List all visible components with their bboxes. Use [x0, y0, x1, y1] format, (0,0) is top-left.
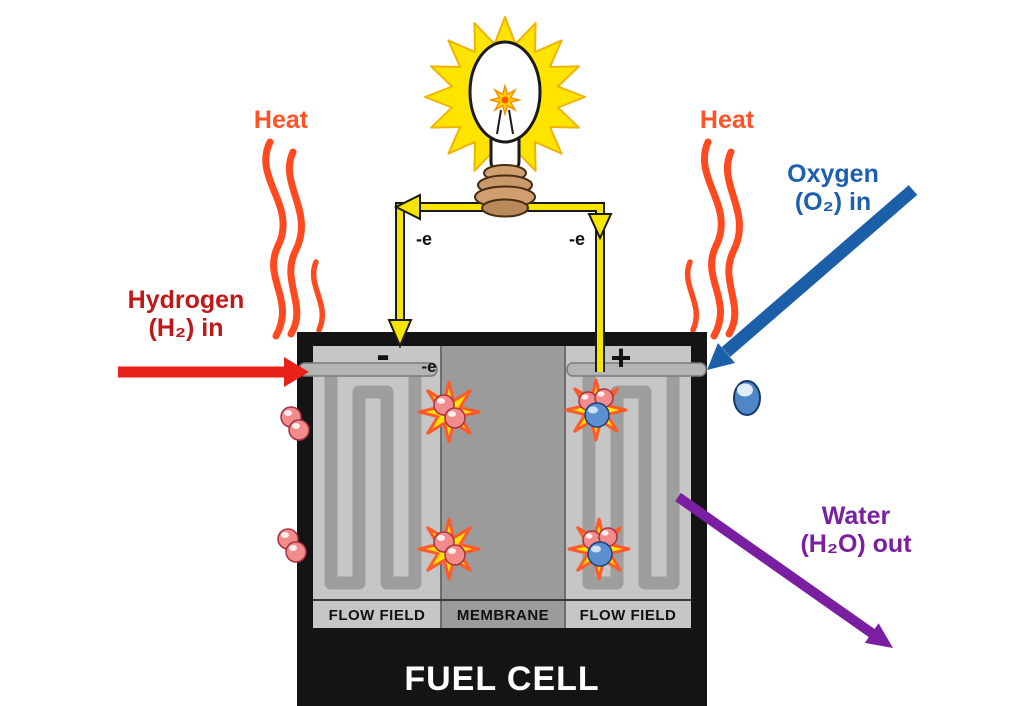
water-out-label-line2: (H₂O) out [800, 530, 912, 558]
serpentine-channel-right [582, 371, 680, 590]
membrane-panel [441, 346, 565, 628]
water-out-arrow [675, 492, 893, 648]
hydrogen-molecule [433, 394, 466, 429]
flow-field-left-label: FLOW FIELD [329, 607, 426, 624]
oxygen-in-label: Oxygen (O₂) in [723, 160, 943, 216]
fuel-cell-body [297, 332, 707, 706]
heat-wave [262, 138, 287, 340]
bulb-glow-center [501, 96, 509, 104]
fuel-cell-title: FUEL CELL [404, 660, 599, 698]
electron-anode-label: -e [421, 357, 436, 376]
serpentine-channel-left [324, 371, 422, 590]
bulb-base [474, 164, 536, 218]
cathode-bar [566, 362, 707, 377]
terminal-positive: + [610, 337, 631, 378]
heat-wave [723, 148, 743, 338]
water-molecule [582, 527, 618, 567]
bulb-filament [496, 109, 502, 135]
heat-wave [700, 138, 725, 340]
water-molecule [578, 388, 614, 428]
water-out-label: Water (H₂O) out [746, 502, 966, 558]
water-out-label-line1: Water [821, 502, 891, 530]
membrane-label: MEMBRANE [457, 607, 549, 624]
heat-waves-right [684, 138, 743, 340]
heat-wave [285, 148, 305, 338]
heat-waves-left [262, 138, 326, 340]
hydrogen-in-label-line1: Hydrogen [127, 286, 245, 314]
anode-bar [298, 362, 438, 377]
heat-label-left: Heat [253, 106, 309, 134]
hydrogen-in-label-line2: (H₂) in [148, 314, 224, 342]
heat-label-right: Heat [699, 106, 755, 134]
heat-wave [310, 259, 326, 333]
oxygen-in-arrow [707, 185, 918, 370]
heat-wave [684, 259, 700, 333]
hydrogen-molecule [280, 406, 310, 441]
electron-wire-right-label: -e [569, 229, 585, 249]
hydrogen-in-arrow [118, 357, 309, 387]
hydrogen-molecule [433, 531, 466, 566]
bulb-filament [508, 109, 514, 135]
terminal-negative: - [376, 333, 389, 377]
light-bulb [424, 16, 586, 218]
oxygen-in-label-line1: Oxygen [787, 160, 879, 188]
wire-arrowhead-right [587, 213, 613, 241]
hydrogen-in-label: Hydrogen (H₂) in [76, 286, 296, 342]
oxygen-molecule [733, 380, 761, 416]
wire-arrowhead-left [393, 193, 421, 221]
hydrogen-molecule [277, 528, 307, 563]
flow-field-right-label: FLOW FIELD [580, 607, 677, 624]
oxygen-in-label-line2: (O₂) in [794, 188, 872, 216]
electron-wire-left-label: -e [416, 229, 432, 249]
wire-arrowhead-bottom [387, 319, 413, 349]
